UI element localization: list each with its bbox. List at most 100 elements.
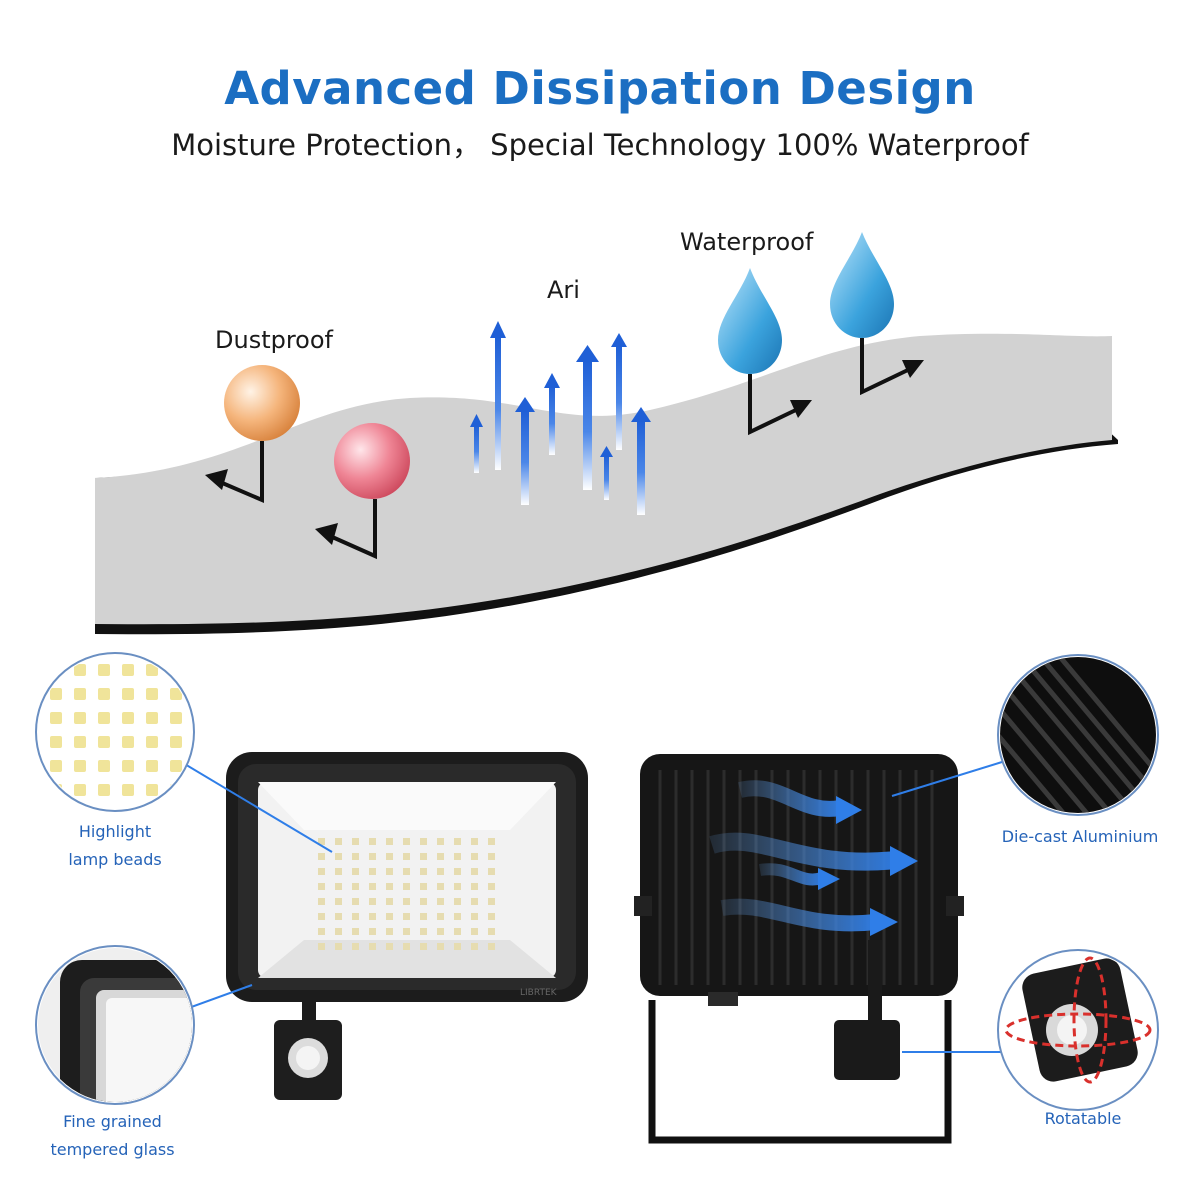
led-bead	[471, 838, 478, 845]
led-bead	[403, 898, 410, 905]
led-bead	[420, 943, 427, 950]
led-bead-zoom	[74, 736, 86, 748]
led-bead	[420, 853, 427, 860]
led-bead	[403, 883, 410, 890]
surface-diagram	[95, 232, 1118, 635]
callout-rotatable-zoom	[997, 949, 1159, 1111]
led-bead-zoom	[74, 664, 86, 676]
product-views: LIBRTEK	[35, 652, 1159, 1144]
lamp-beads-line1: Highlight	[78, 822, 152, 841]
led-bead	[403, 853, 410, 860]
led-bead	[488, 928, 495, 935]
callout-glass-label: Fine grained tempered glass	[30, 1108, 195, 1164]
led-bead-zoom	[170, 736, 182, 748]
led-bead	[335, 853, 342, 860]
dust-particle-red	[334, 423, 410, 499]
led-bead	[471, 883, 478, 890]
led-bead-zoom	[122, 784, 134, 796]
floodlight-front: LIBRTEK	[226, 752, 588, 1100]
led-bead-zoom	[122, 664, 134, 676]
airflow-arrows	[709, 780, 918, 936]
led-bead	[386, 928, 393, 935]
led-bead	[437, 883, 444, 890]
led-bead-zoom	[170, 688, 182, 700]
led-bead-zoom	[98, 784, 110, 796]
led-bead-zoom	[98, 760, 110, 772]
led-bead-zoom	[146, 736, 158, 748]
led-grid	[318, 838, 495, 950]
callout-lamp-beads-label: Highlight lamp beads	[35, 818, 195, 874]
led-bead	[386, 898, 393, 905]
led-bead-zoom	[74, 760, 86, 772]
led-bead	[318, 853, 325, 860]
lamp-beads-line2: lamp beads	[68, 850, 162, 869]
led-bead	[352, 838, 359, 845]
led-bead	[420, 838, 427, 845]
led-bead	[386, 883, 393, 890]
page-subtitle: Moisture Protection， Special Technology …	[171, 128, 1029, 162]
led-bead	[454, 883, 461, 890]
led-bead	[369, 838, 376, 845]
led-bead	[318, 898, 325, 905]
led-bead	[488, 838, 495, 845]
bounce-arrow-3	[748, 374, 801, 436]
led-bead	[335, 928, 342, 935]
dustproof-label: Dustproof	[215, 326, 333, 354]
led-bead	[335, 943, 342, 950]
glass-line1: Fine grained	[63, 1112, 162, 1131]
led-bead	[403, 913, 410, 920]
led-bead-zoom	[146, 760, 158, 772]
led-bead	[437, 853, 444, 860]
led-bead	[369, 898, 376, 905]
led-bead	[352, 853, 359, 860]
led-bead	[335, 838, 342, 845]
page-title: Advanced Dissipation Design	[224, 62, 976, 115]
led-bead-zoom	[122, 712, 134, 724]
led-bead	[488, 943, 495, 950]
bounce-arrowhead-4	[902, 360, 924, 378]
led-bead	[318, 928, 325, 935]
air-label: Ari	[547, 276, 580, 304]
led-bead	[369, 853, 376, 860]
led-bead	[437, 943, 444, 950]
surface-body	[95, 333, 1112, 625]
led-bead-zoom	[146, 712, 158, 724]
led-bead-zoom	[50, 736, 62, 748]
led-bead	[488, 883, 495, 890]
waterproof-label: Waterproof	[680, 228, 814, 256]
led-bead	[403, 928, 410, 935]
bounce-arrow-2	[329, 499, 377, 560]
led-bead	[335, 913, 342, 920]
callout-lamp-beads-zoom	[35, 652, 195, 812]
led-bead	[488, 868, 495, 875]
led-bead-zoom	[98, 712, 110, 724]
led-bead-zoom	[146, 688, 158, 700]
bounce-arrow-1	[219, 441, 264, 504]
callout-aluminium-label: Die-cast Aluminium	[1001, 827, 1159, 846]
led-bead	[454, 913, 461, 920]
led-bead	[488, 853, 495, 860]
bounce-arrowhead-2	[315, 523, 338, 545]
led-bead-zoom	[74, 712, 86, 724]
led-bead	[488, 898, 495, 905]
led-bead	[488, 913, 495, 920]
led-bead	[420, 898, 427, 905]
bounce-arrow-4	[860, 338, 913, 396]
led-bead	[437, 898, 444, 905]
led-bead-zoom	[74, 688, 86, 700]
led-bead	[420, 868, 427, 875]
led-bead-zoom	[98, 688, 110, 700]
led-bead	[454, 928, 461, 935]
led-bead	[420, 928, 427, 935]
led-bead-zoom	[170, 712, 182, 724]
led-bead-zoom	[98, 736, 110, 748]
led-bead	[420, 913, 427, 920]
led-bead-zoom	[122, 688, 134, 700]
led-bead	[471, 913, 478, 920]
led-bead-zoom	[146, 664, 158, 676]
led-bead	[318, 868, 325, 875]
led-bead	[403, 838, 410, 845]
led-bead-zoom	[74, 784, 86, 796]
led-bead	[318, 943, 325, 950]
